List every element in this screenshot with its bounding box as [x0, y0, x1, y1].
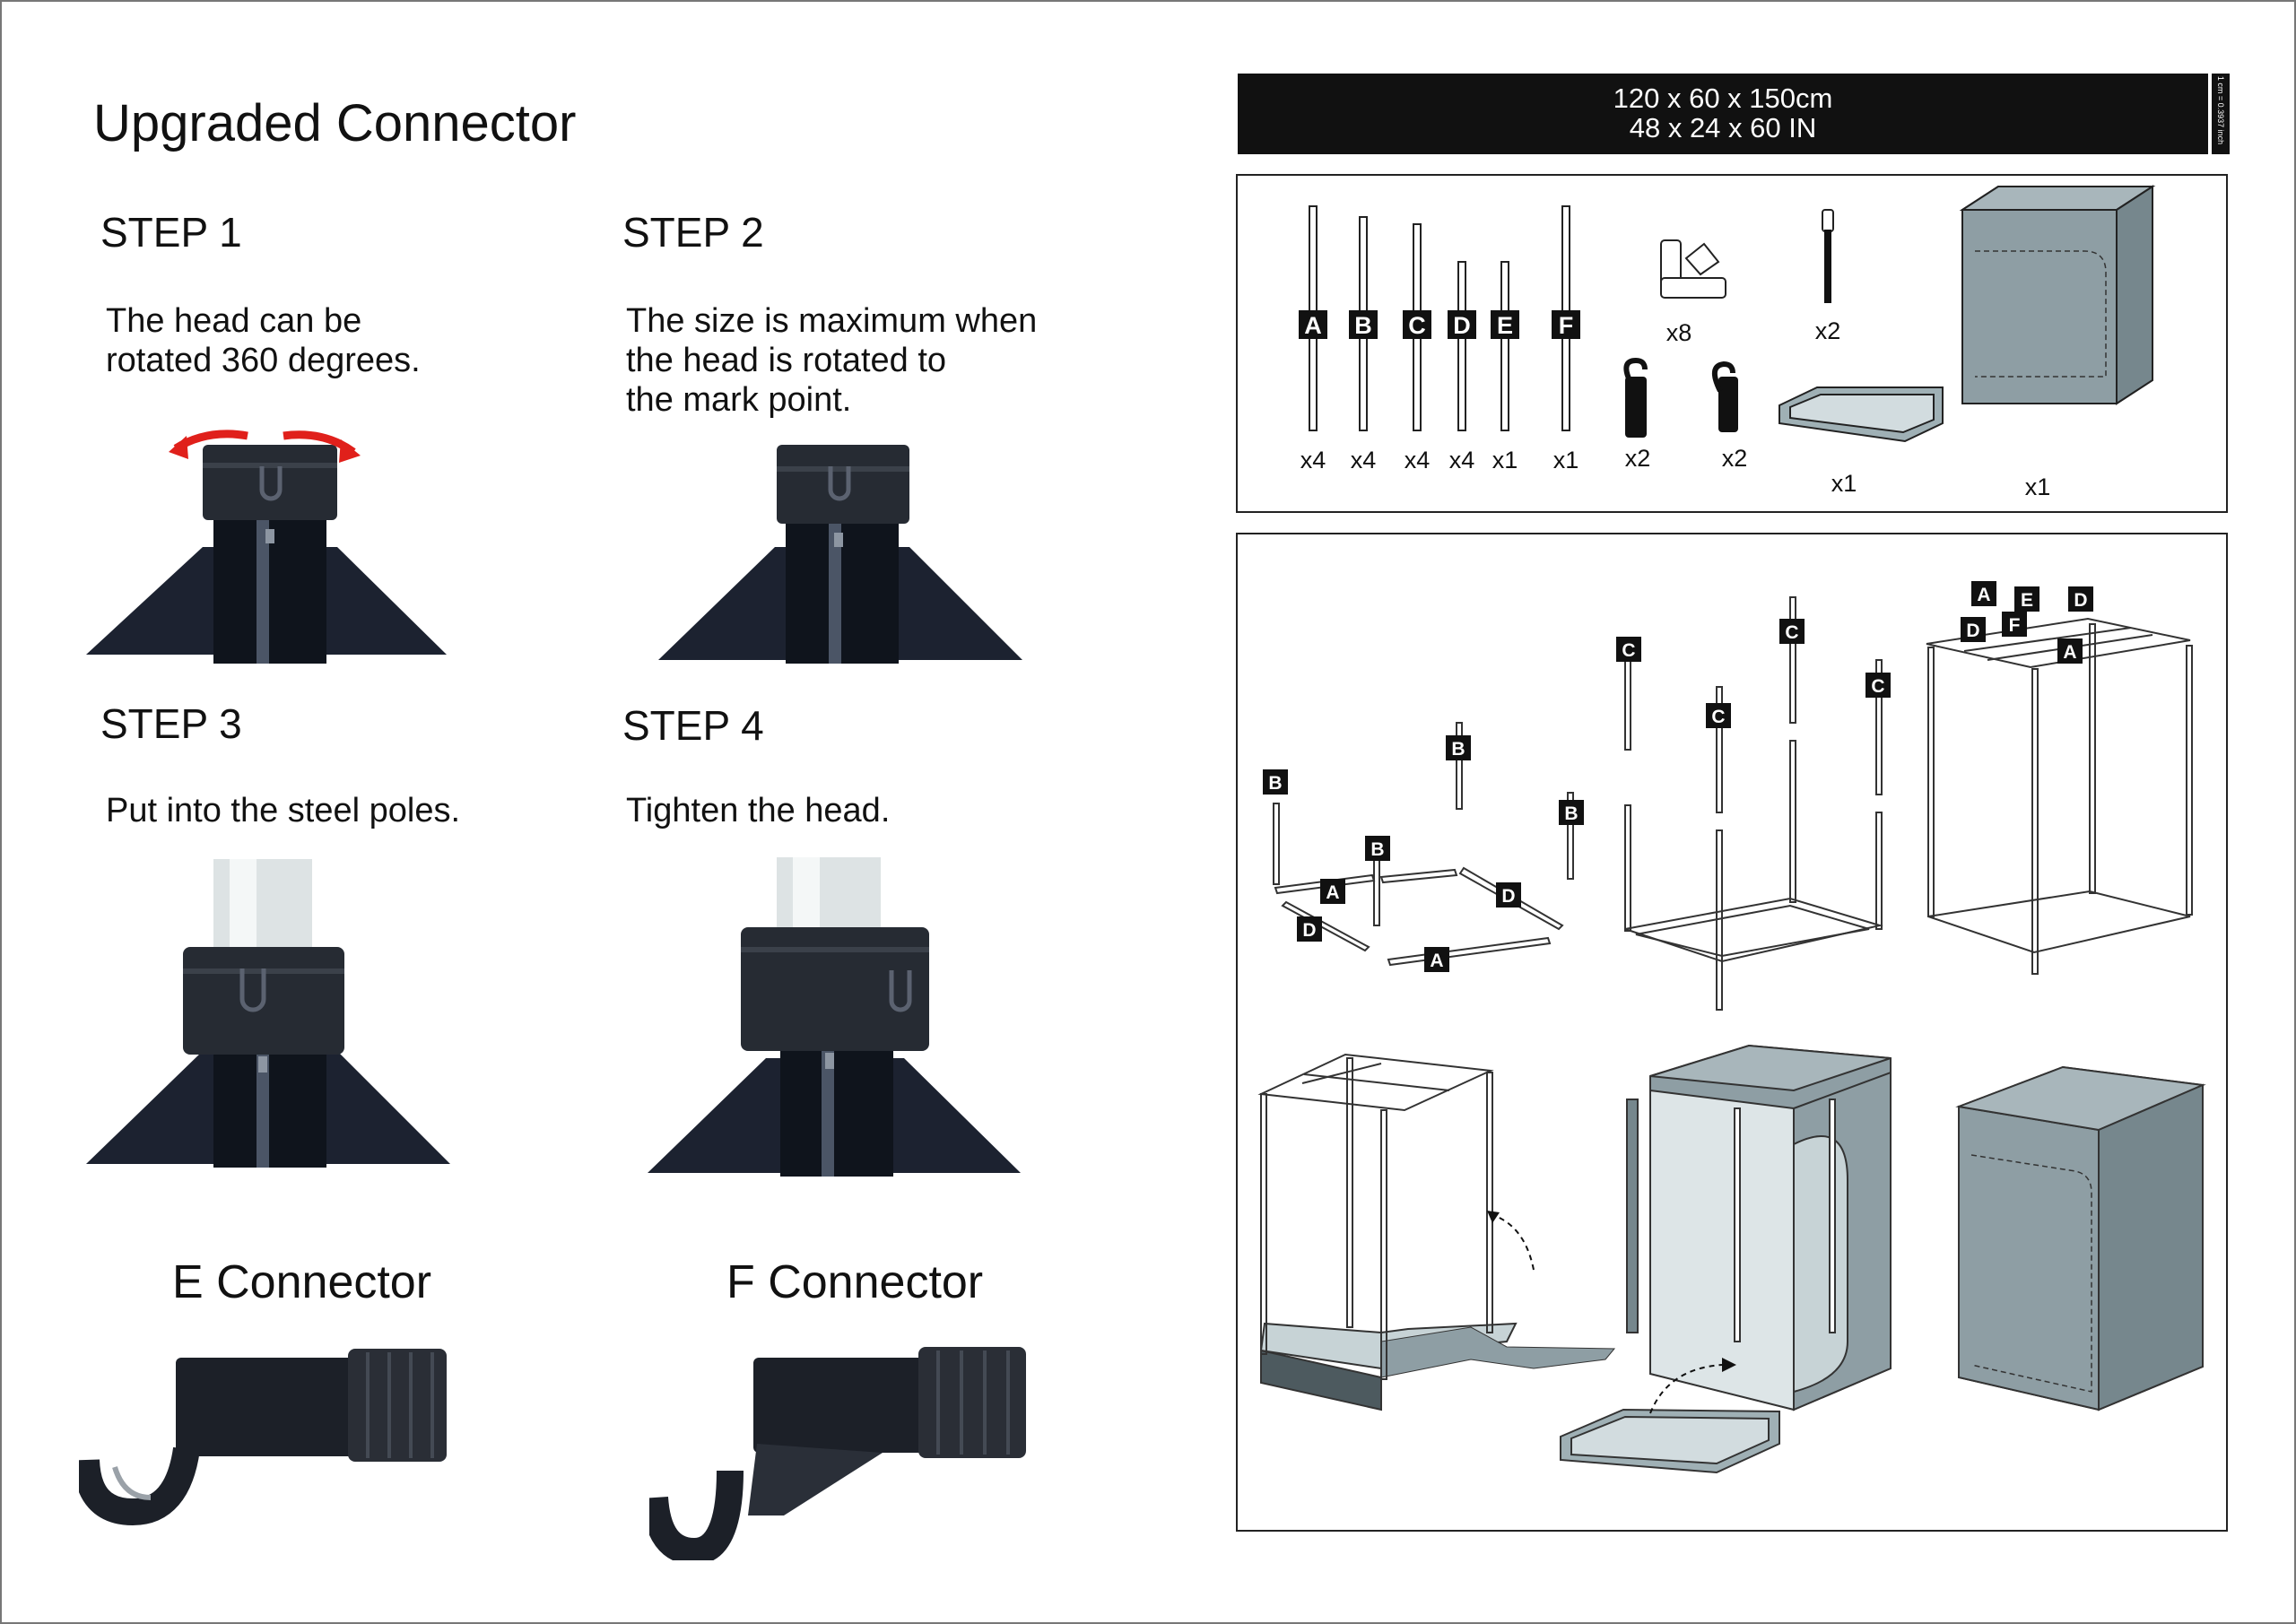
assembly-diagram: B B B B A D D A C C C C [1257, 581, 2206, 1474]
step-2-label: STEP 2 [622, 209, 764, 256]
step-4-text: Tighten the head. [626, 792, 891, 829]
assembly-stage-3 [1926, 617, 2193, 975]
pole-d-badge [1448, 310, 1476, 339]
pole-e-letter: E [1497, 312, 1513, 339]
size-imperial: 48 x 24 x 60 IN [1629, 112, 1817, 143]
stage-2-label-4: C [1871, 676, 1884, 697]
pole-c-letter: C [1408, 312, 1426, 339]
pole-b-qty: x4 [1351, 447, 1377, 473]
assembly-stage-2 [1624, 596, 1883, 1011]
e-connector-image [79, 1349, 447, 1526]
step-2-connector-image [658, 445, 1022, 664]
step-4-label: STEP 4 [622, 702, 764, 749]
stage-3-label-1: A [1977, 585, 1990, 605]
assembly-stage-4 [1257, 1053, 1616, 1411]
tray-icon [1779, 386, 1944, 443]
stage-1-label-5: A [1326, 882, 1339, 903]
unit-conversion-text: 1 cm = 0.3937 inch [2216, 75, 2225, 145]
pole-a-qty: x4 [1300, 447, 1326, 473]
step-1-label: STEP 1 [100, 209, 242, 256]
pole-f-qty: x1 [1553, 447, 1579, 473]
pole-f-letter: F [1559, 312, 1574, 339]
stage-1-badges [1263, 735, 1584, 972]
corner-connector-icon [1660, 239, 1726, 299]
pole-f-badge [1552, 310, 1580, 339]
f-connector-title: F Connector [726, 1256, 984, 1308]
assembly-stage-5 [1560, 1044, 1892, 1474]
hook-f-qty: x2 [1722, 445, 1748, 472]
stage-2-label-2: C [1785, 622, 1798, 643]
stage-3-label-4: D [1966, 621, 1979, 641]
pole-e-badge [1491, 310, 1519, 339]
stage-1-label-7: D [1501, 886, 1515, 907]
tray-qty: x1 [1831, 470, 1857, 497]
stage-2-label-3: C [1711, 707, 1725, 727]
stage-3-label-5: F [2009, 615, 2021, 636]
step-3-label: STEP 3 [100, 700, 242, 747]
pole-b-letter: B [1354, 312, 1372, 339]
pole-c-badge [1403, 310, 1431, 339]
pole-d-letter: D [1453, 312, 1471, 339]
strap-qty: x2 [1815, 317, 1841, 344]
step-1-connector-image [86, 430, 447, 664]
tent-qty: x1 [2025, 473, 2051, 500]
pole-d [1457, 261, 1466, 431]
pole-a-letter: A [1304, 312, 1322, 339]
step-1-text: The head can be rotated 360 degrees. [106, 302, 421, 379]
stage-1-label-2: B [1451, 739, 1465, 760]
step-4-connector-image [648, 857, 1021, 1177]
page-title: Upgraded Connector [93, 94, 577, 152]
parts-list-diagram: A B C D E F x4 x4 x4 x4 x1 x1 x8 x2 x2 x… [1299, 185, 2156, 500]
f-connector-image [649, 1347, 1026, 1560]
pole-e [1500, 261, 1509, 431]
hook-f-icon [1712, 360, 1738, 432]
assembly-stage-6 [1955, 1065, 2206, 1411]
stage-3-label-6: A [2063, 642, 2076, 663]
hook-e-qty: x2 [1625, 445, 1651, 472]
pole-c-qty: x4 [1405, 447, 1431, 473]
strap-icon [1822, 209, 1834, 303]
step-2-text: The size is maximum when the head is rot… [626, 302, 1038, 419]
stage-1-label-3: B [1370, 839, 1384, 860]
hook-e-icon [1623, 357, 1648, 438]
pole-a-badge [1299, 310, 1327, 339]
step-3-text: Put into the steel poles. [106, 792, 461, 829]
pole-d-qty: x4 [1449, 447, 1475, 473]
tent-icon [1959, 185, 2156, 405]
stage-3-label-3: D [2074, 590, 2087, 611]
stage-1-label-6: D [1302, 920, 1316, 941]
pole-e-qty: x1 [1492, 447, 1518, 473]
pole-b-badge [1349, 310, 1378, 339]
stage-1-label-1: B [1268, 773, 1282, 794]
stage-3-label-2: E [2021, 590, 2033, 611]
unit-conversion-note: 1 cm = 0.3937 inch [2212, 74, 2230, 154]
e-connector-title: E Connector [172, 1256, 432, 1308]
stage-2-label-1: C [1622, 640, 1635, 661]
corner-connector-qty: x8 [1666, 319, 1692, 346]
stage-1-label-8: A [1430, 951, 1443, 971]
step-3-connector-image [86, 859, 450, 1168]
stage-1-label-4: B [1564, 803, 1578, 824]
size-metric: 120 x 60 x 150cm [1613, 83, 1833, 114]
size-banner: 120 x 60 x 150cm 48 x 24 x 60 IN [1238, 74, 2208, 154]
